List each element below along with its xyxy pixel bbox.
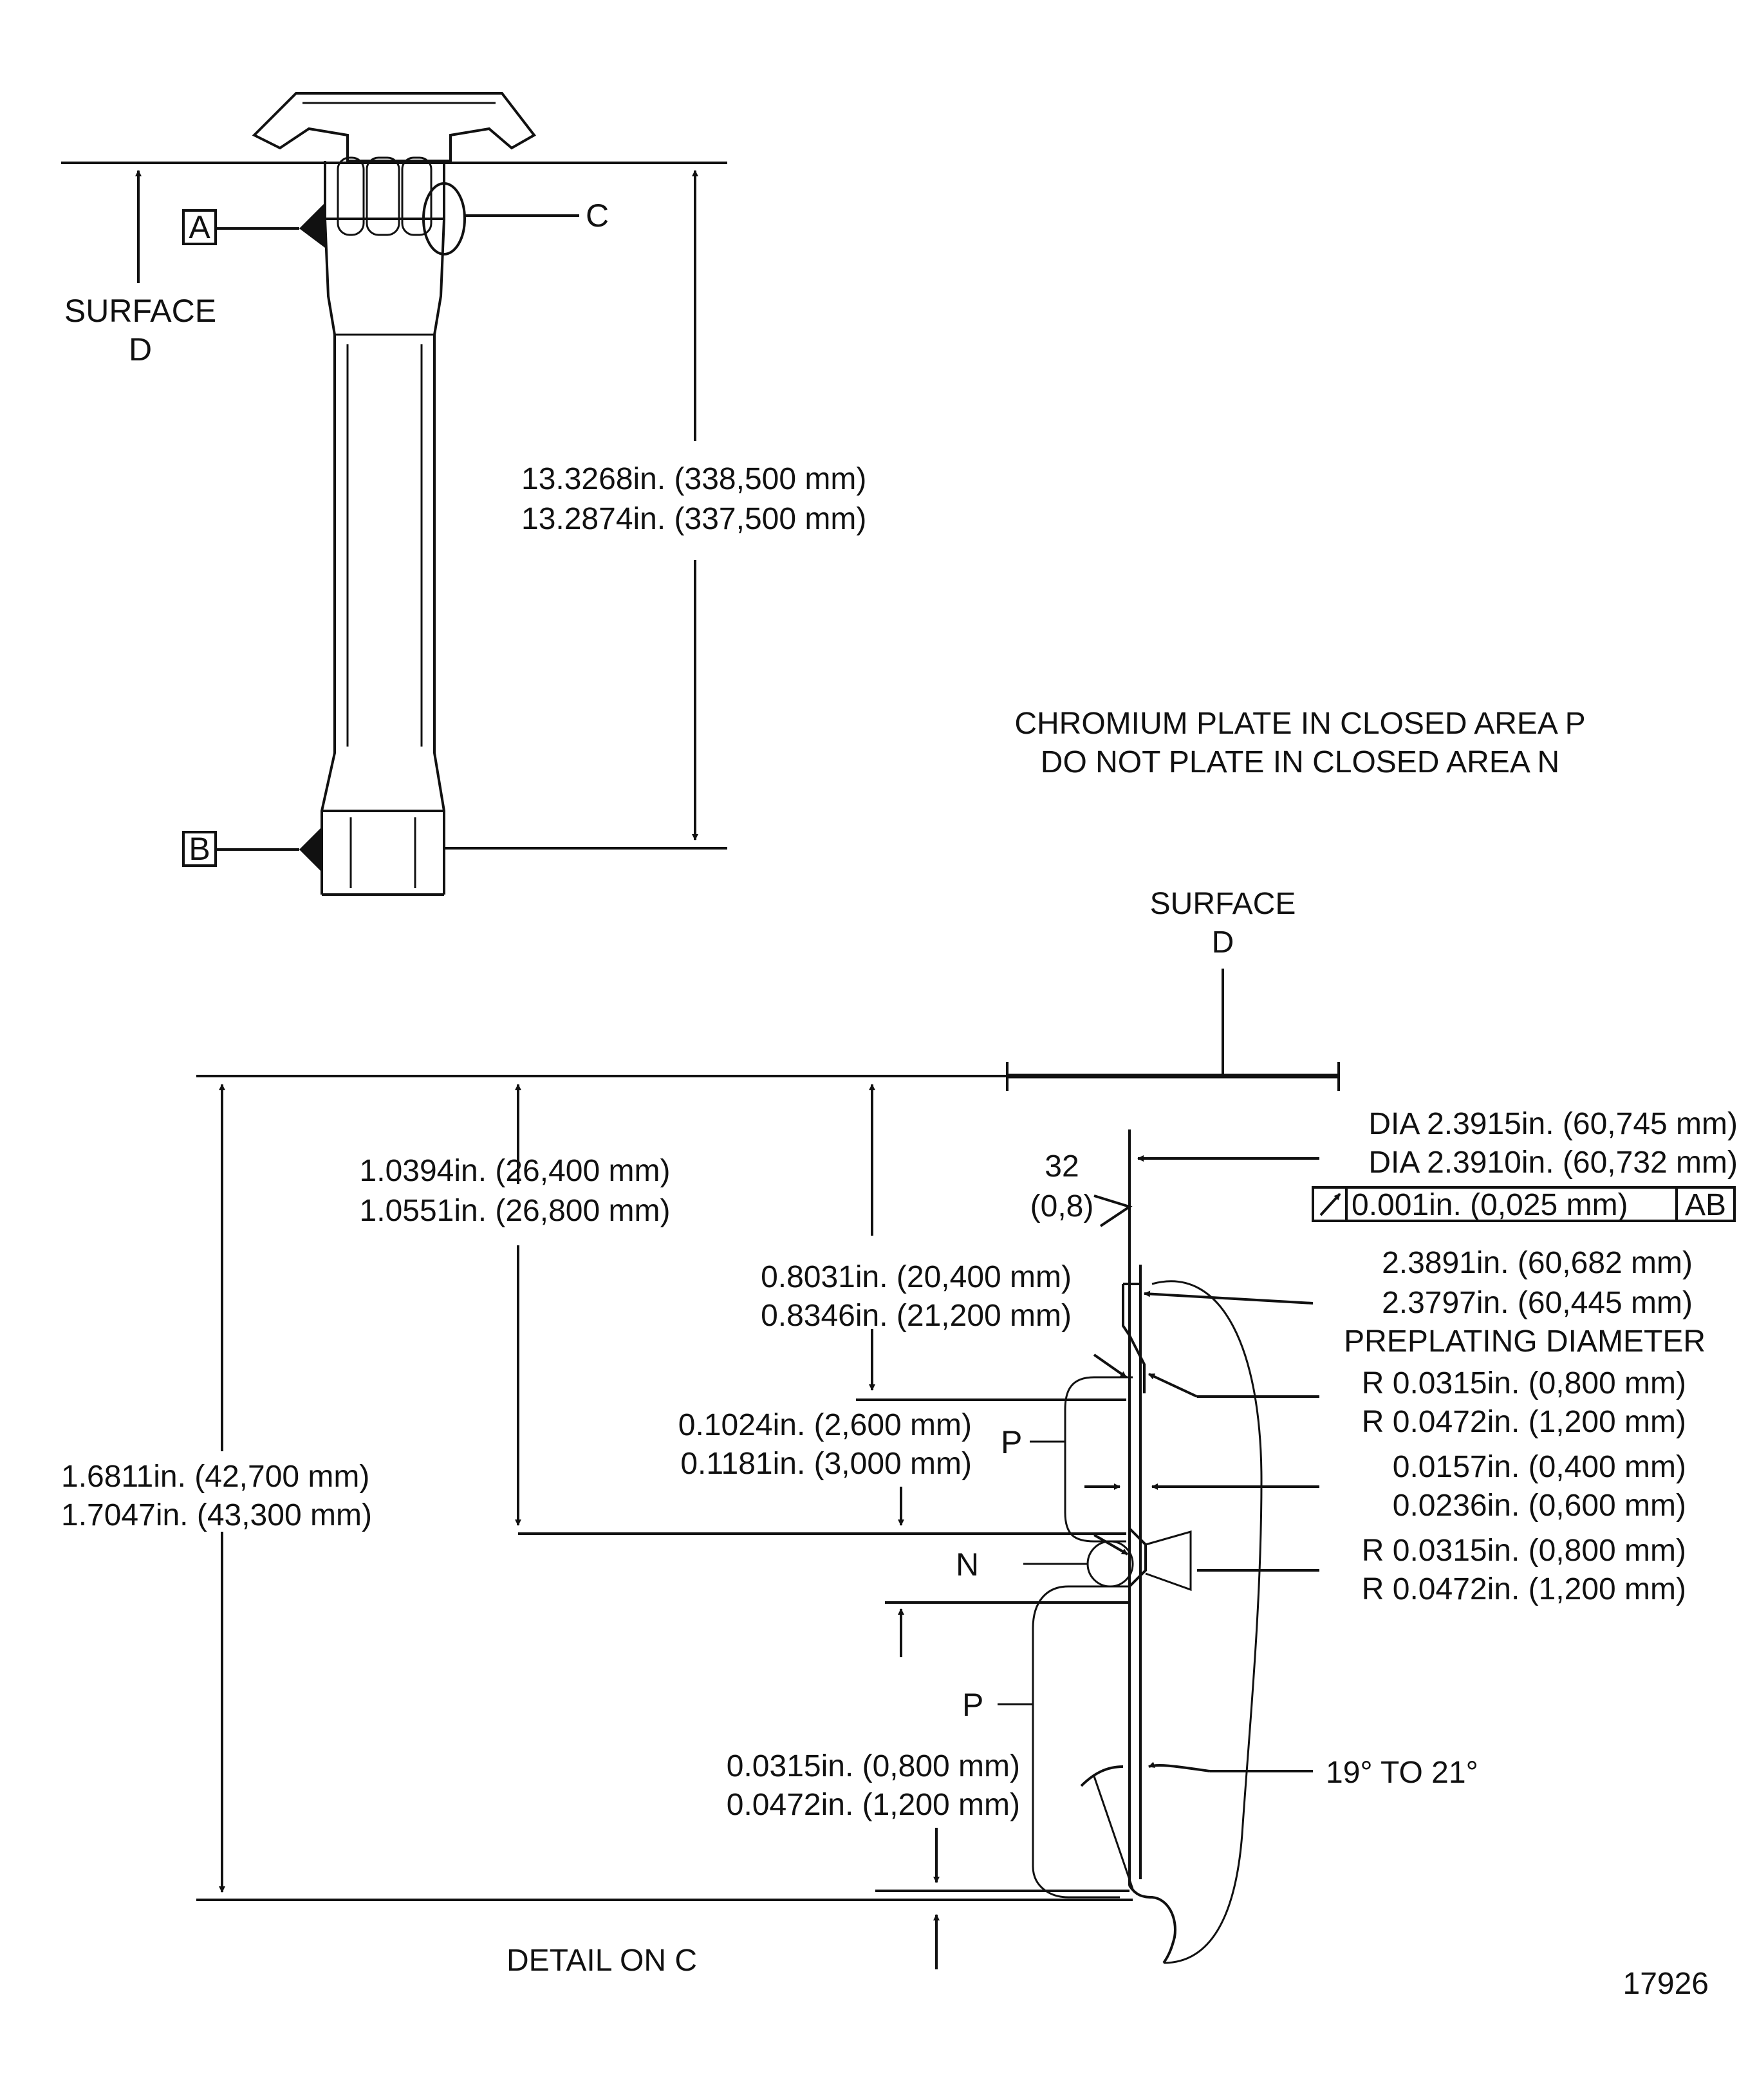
d4-max: 1.7047in. (43,300 mm) [61,1498,372,1532]
d2-min: 0.8031in. (20,400 mm) [761,1260,1072,1294]
overall-length-min: 13.2874in. (337,500 mm) [521,502,866,536]
datum-a-label: A [189,209,210,245]
surface-d-top-line2: D [129,331,152,367]
area-n-outline [1086,1540,1134,1588]
plating-note-line1: CHROMIUM PLATE IN CLOSED AREA P [1014,707,1585,741]
preplating-max: 2.3891in. (60,682 mm) [1382,1246,1693,1280]
figure-number: 17926 [1623,1967,1709,2001]
angle-label: 19° TO 21° [1326,1756,1478,1790]
runout-frame: 0.001in. (0,025 mm) AB [1312,1186,1736,1222]
finish-value: 32 [1045,1149,1079,1184]
detail-c-label: C [586,198,609,234]
surface-d-detail-line1: SURFACE [1150,887,1296,921]
d2-max: 0.8346in. (21,200 mm) [761,1299,1072,1333]
d5-max: 0.0472in. (1,200 mm) [727,1788,1020,1822]
d1-max: 1.0551in. (26,800 mm) [360,1194,671,1228]
d3-min: 0.1024in. (2,600 mm) [678,1408,972,1442]
radius-1-max: R 0.0472in. (1,200 mm) [1362,1405,1686,1439]
surface-d-top-line1: SURFACE [64,293,216,329]
plating-note-line2: DO NOT PLATE IN CLOSED AREA N [1041,745,1559,779]
area-p-lower-outline [1032,1585,1130,1899]
area-p-upper-label: P [1001,1424,1022,1460]
datum-b-label: B [189,831,210,867]
part-view [252,92,536,896]
runout-value: 0.001in. (0,025 mm) [1352,1188,1628,1222]
d1-min: 1.0394in. (26,400 mm) [360,1154,671,1188]
area-n-label: N [956,1547,979,1583]
radius-2-min: R 0.0315in. (0,800 mm) [1362,1534,1686,1568]
d3-max: 0.1181in. (3,000 mm) [680,1447,972,1481]
d5-min: 0.0315in. (0,800 mm) [727,1749,1020,1783]
radius-2-max: R 0.0472in. (1,200 mm) [1362,1572,1686,1606]
detail-profile [1122,1129,1263,1964]
overall-length-max: 13.3268in. (338,500 mm) [521,462,866,496]
thickness-min: 0.0157in. (0,400 mm) [1393,1450,1686,1484]
dia-min: DIA 2.3910in. (60,732 mm) [1368,1146,1738,1180]
surface-d-detail-line2: D [1212,925,1234,960]
detail-title: DETAIL ON C [507,1944,697,1978]
area-p-lower-label: P [962,1687,983,1723]
d4-min: 1.6811in. (42,700 mm) [61,1460,369,1494]
area-p-upper-outline [1064,1376,1133,1543]
dia-max: DIA 2.3915in. (60,745 mm) [1368,1107,1738,1141]
finish-metric: (0,8) [1030,1189,1094,1223]
datum-a-box [182,209,217,245]
runout-datums: AB [1685,1188,1726,1222]
thickness-max: 0.0236in. (0,600 mm) [1393,1489,1686,1523]
datum-b-box [182,831,217,867]
preplating-label: PREPLATING DIAMETER [1344,1324,1706,1359]
finish-symbol [1093,1194,1133,1227]
radius-1-min: R 0.0315in. (0,800 mm) [1362,1366,1686,1400]
preplating-min: 2.3797in. (60,445 mm) [1382,1286,1693,1320]
